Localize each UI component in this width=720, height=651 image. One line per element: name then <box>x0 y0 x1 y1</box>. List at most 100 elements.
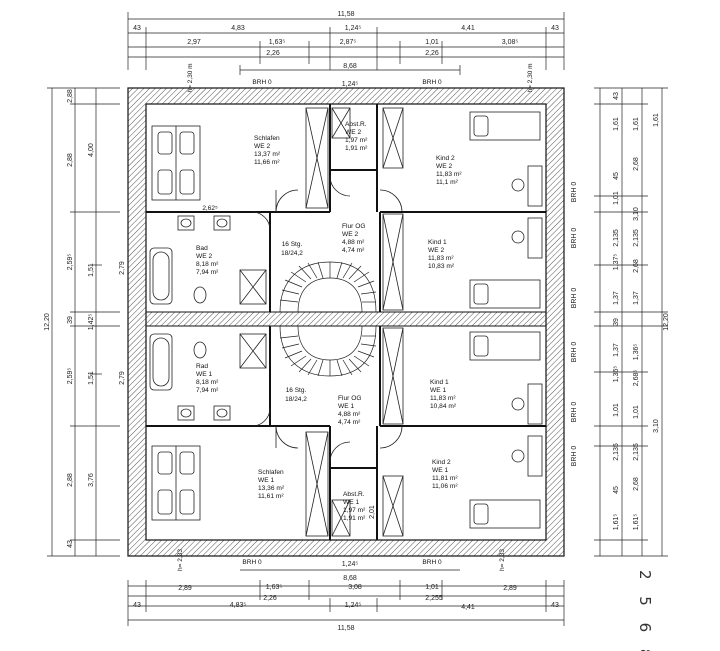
svg-text:1,97 m²: 1,97 m² <box>343 507 366 514</box>
stair-lower <box>279 325 377 377</box>
dim-left-outer: 1,42⁵ <box>88 314 95 331</box>
door-swing <box>379 425 403 449</box>
dim-bottom-row-c: 1,01 <box>425 584 439 591</box>
svg-text:13,37 m²: 13,37 m² <box>254 151 281 158</box>
bottom-dimension-texts: 8,68 1,24⁵ 2,89 2,89 1,63⁵ 3,08 1,01 2,2… <box>133 549 559 632</box>
dim-left-inner: 2,59⁵ <box>67 368 74 385</box>
sink <box>213 215 231 231</box>
dim-bottom-row-a: 43 <box>133 602 141 609</box>
dim-right-outer: 2,68 <box>633 157 640 171</box>
svg-text:WE 1: WE 1 <box>196 371 212 378</box>
brh-label: BRH 0 <box>571 446 578 467</box>
door-swing <box>251 211 271 231</box>
svg-text:Kind 1: Kind 1 <box>430 379 449 386</box>
dim-bottom-row-d: 2,89 <box>503 585 517 592</box>
dim-top-row4: 2,26 <box>266 50 280 57</box>
dim-overall-bottom: 11,58 <box>338 625 355 632</box>
svg-text:WE 1: WE 1 <box>430 387 446 394</box>
dim-right-inner: 2,135 <box>633 443 640 461</box>
height-label: h= 2,33 <box>177 549 184 571</box>
room-kind1-we2: Kind 1 WE 2 11,83 m² 10,83 m² <box>428 239 455 270</box>
svg-text:1,91 m²: 1,91 m² <box>345 145 368 152</box>
shafts <box>239 107 404 537</box>
brh-label: BRH 0 <box>571 402 578 423</box>
dim-top-row2: 1,24⁵ <box>345 25 362 32</box>
svg-text:Flur OG: Flur OG <box>338 395 361 402</box>
height-label: h= 2,30 m <box>527 63 534 92</box>
svg-text:8,18 m²: 8,18 m² <box>196 379 219 386</box>
brh-label: BRH 0 <box>242 559 262 566</box>
room-schlafen-we2: Schlafen WE 2 13,37 m² 11,66 m² <box>254 135 281 166</box>
brh-label: BRH 0 <box>422 559 442 566</box>
room-kind1-we1: Kind 1 WE 1 11,83 m² 10,84 m² <box>430 379 457 410</box>
dim-bottom-row-a: 43 <box>551 602 559 609</box>
dim-left-inner: 2,88 <box>67 89 74 103</box>
dim-right-small: 1,37⁵ <box>613 254 620 271</box>
dim-right-inner: 1,37 <box>633 291 640 305</box>
svg-text:10,83 m²: 10,83 m² <box>428 263 455 270</box>
top-dimension-texts: 11,58 43 4,83 1,24⁵ 4,41 43 2,97 1,63⁵ 2… <box>133 11 559 93</box>
single-bed <box>469 499 541 529</box>
desk <box>527 165 543 207</box>
room-kind2-we2: Kind 2 WE 2 11,83 m² 11,1 m² <box>436 155 462 186</box>
misc-labels: 2,01 2,62⁵ <box>202 205 376 519</box>
dim-overall-top: 11,58 <box>338 11 355 18</box>
svg-text:4,74 m²: 4,74 m² <box>338 419 361 426</box>
svg-text:4,88 m²: 4,88 m² <box>342 239 365 246</box>
svg-text:WE 2: WE 2 <box>428 247 444 254</box>
left-dimensions <box>47 87 120 557</box>
dim-top-inner: 8,68 <box>343 63 357 70</box>
stair-upper <box>279 261 377 313</box>
room-schlafen-we1: Schlafen WE 1 13,36 m² 11,61 m² <box>258 469 285 500</box>
dim-right-inner: 1,61⁵ <box>633 514 640 531</box>
dim-top-row3: 1,01 <box>425 39 439 46</box>
dim-bottom-row-a: 1,24⁵ <box>345 602 362 609</box>
stair-ratio: 18/24,2 <box>281 250 303 257</box>
dim-left-mid: 1,51 <box>88 263 95 277</box>
desk <box>527 383 543 425</box>
svg-text:1,97 m²: 1,97 m² <box>345 137 368 144</box>
svg-text:8,18 m²: 8,18 m² <box>196 261 219 268</box>
dim-right-outer: 1,61 <box>653 113 660 127</box>
dim-left-outer: 4,00 <box>88 143 95 157</box>
dim-top-inner-mid: 1,24⁵ <box>342 81 359 88</box>
dim-top-row3: 1,63⁵ <box>269 39 286 46</box>
dim-right-inner: 2,135 <box>613 229 620 247</box>
dim-bottom-row-c: 1,63⁵ <box>266 584 283 591</box>
stair-count: 16 Stg. <box>286 387 307 394</box>
dim-right-inner: 1,01 <box>613 403 620 417</box>
svg-text:11,83 m²: 11,83 m² <box>436 171 462 178</box>
svg-text:10,84 m²: 10,84 m² <box>430 403 457 410</box>
svg-text:WE 1: WE 1 <box>258 477 274 484</box>
dim-left-outer: 3,76 <box>88 473 95 487</box>
svg-text:Kind 2: Kind 2 <box>436 155 455 162</box>
dim-right-inner: 2,135 <box>633 229 640 247</box>
dim-right-outer: 3,10 <box>633 207 640 221</box>
brh-label: BRH 0 <box>571 342 578 363</box>
stair-ratio: 18/24,2 <box>285 396 307 403</box>
right-dimensions <box>594 87 668 557</box>
dim-right-small: 1,36⁵ <box>633 344 640 361</box>
svg-text:11,81 m²: 11,81 m² <box>432 475 458 482</box>
dim-left-inner: 2,88 <box>67 153 74 167</box>
dim-right-inner: 1,37 <box>613 291 620 305</box>
dim-top-row4: 2,26 <box>425 50 439 57</box>
wall-dim-label: 2,01 <box>369 505 376 519</box>
toilet <box>193 341 207 359</box>
room-flur-we1: Flur OG WE 1 4,88 m² 4,74 m² <box>338 395 361 426</box>
single-bed <box>469 279 541 309</box>
svg-text:1,91 m²: 1,91 m² <box>343 515 366 522</box>
height-label: h= 2,30 m <box>187 63 194 92</box>
brh-label: BRH 0 <box>571 288 578 309</box>
dim-bottom-row-b: 2,26 <box>263 595 277 602</box>
dim-right-outer: 1,61 <box>633 117 640 131</box>
room-labels: Schlafen WE 2 13,37 m² 11,66 m² Abst.R. … <box>196 121 462 522</box>
furniture <box>149 111 543 529</box>
svg-text:Flur OG: Flur OG <box>342 223 365 230</box>
svg-text:11,06 m²: 11,06 m² <box>432 483 458 490</box>
svg-text:11,1 m²: 11,1 m² <box>436 179 459 186</box>
dim-bottom-row-d: 2,89 <box>178 585 192 592</box>
svg-text:7,94 m²: 7,94 m² <box>196 387 219 394</box>
svg-text:WE 1: WE 1 <box>432 467 448 474</box>
